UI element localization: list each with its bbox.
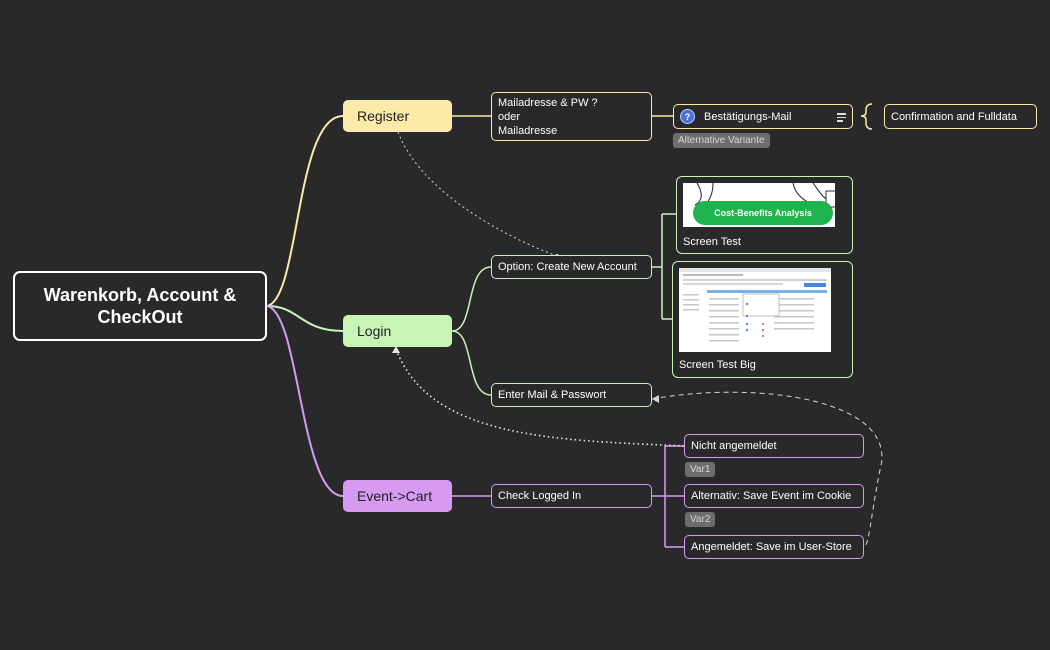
screen-test-big-node[interactable]: Screen Test Big: [672, 261, 853, 378]
link-login-enter: [451, 330, 492, 396]
check-logged-node[interactable]: Check Logged In: [491, 484, 652, 508]
branch-event-label: Event->Cart: [357, 488, 433, 504]
alt-cookie-node[interactable]: Alternativ: Save Event im Cookie: [684, 484, 864, 508]
thumb-pill: Cost-Benefits Analysis: [693, 201, 833, 225]
thumb-screenshot-lines: [679, 268, 831, 342]
create-account-node[interactable]: Option: Create New Account: [491, 255, 652, 279]
branch-register-label: Register: [357, 108, 410, 124]
relation-notlogged-login: [395, 348, 685, 447]
var2-badge: Var2: [685, 512, 716, 527]
branch-login-label: Login: [357, 323, 392, 339]
link-root-register: [266, 115, 344, 307]
branch-login[interactable]: Login: [343, 315, 452, 347]
summary-brace: [860, 103, 873, 130]
logged-store-node[interactable]: Angemeldet: Save im User-Store: [684, 535, 864, 559]
summary-label: Confirmation and Fulldata: [891, 110, 1017, 123]
not-logged-node[interactable]: Nicht angemeldet: [684, 434, 864, 458]
mail-line-2: oder: [498, 110, 521, 123]
relation-register-create: [397, 131, 558, 257]
alt-variant-badge: Alternative Variante: [673, 133, 770, 148]
confirm-mail-node[interactable]: ? Bestätigungs-Mail: [673, 104, 853, 129]
alt-cookie-label: Alternativ: Save Event im Cookie: [691, 490, 852, 502]
root-node[interactable]: Warenkorb, Account & CheckOut: [13, 271, 267, 341]
question-icon: ?: [680, 109, 695, 124]
link-login-create: [451, 266, 492, 332]
screen-test-big-thumbnail: [679, 268, 831, 352]
root-title: Warenkorb, Account & CheckOut: [43, 285, 237, 327]
notes-icon[interactable]: [837, 113, 846, 124]
check-logged-label: Check Logged In: [498, 490, 582, 502]
screen-test-node[interactable]: Cost-Benefits Analysis Screen Test: [676, 176, 853, 254]
mail-lines: Mailadresse & PW ? oder Mailadresse: [498, 96, 598, 138]
summary-node[interactable]: Confirmation and Fulldata: [884, 104, 1037, 129]
link-check-bracket: [652, 445, 684, 548]
link-root-event: [266, 305, 344, 497]
screen-test-big-caption: Screen Test Big: [679, 359, 756, 371]
branch-event-cart[interactable]: Event->Cart: [343, 480, 452, 512]
not-logged-label: Nicht angemeldet: [691, 440, 777, 452]
enter-mail-node[interactable]: Enter Mail & Passwort: [491, 383, 652, 407]
mail-node[interactable]: Mailadresse & PW ? oder Mailadresse: [491, 92, 652, 141]
branch-register[interactable]: Register: [343, 100, 452, 132]
screen-test-thumbnail: Cost-Benefits Analysis: [683, 183, 835, 227]
create-account-label: Option: Create New Account: [498, 261, 637, 273]
logged-store-label: Angemeldet: Save im User-Store: [691, 541, 852, 553]
screen-test-caption: Screen Test: [683, 236, 741, 248]
var1-badge: Var1: [685, 462, 716, 477]
enter-mail-label: Enter Mail & Passwort: [498, 389, 607, 401]
mail-line-1: Mailadresse & PW ?: [498, 96, 598, 109]
thumb-lines: [694, 183, 835, 208]
mail-line-3: Mailadresse: [498, 124, 558, 137]
link-root-login: [266, 305, 344, 332]
confirm-mail-label: Bestätigungs-Mail: [704, 110, 792, 123]
